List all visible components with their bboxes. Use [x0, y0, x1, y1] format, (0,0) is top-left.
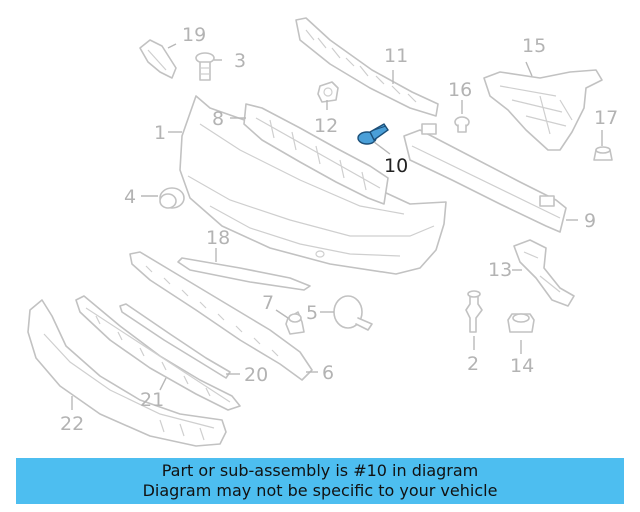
callout-21: 21: [140, 389, 164, 411]
callout-5: 5: [306, 302, 318, 324]
callout-1: 1: [154, 122, 166, 144]
callout-15: 15: [522, 35, 546, 57]
leader-lines: [71, 43, 603, 410]
part-21-lower-panel: [75, 295, 241, 411]
part-7-clip: [285, 311, 305, 335]
callout-14: 14: [510, 355, 534, 377]
info-banner: Part or sub-assembly is #10 in diagram D…: [16, 458, 624, 504]
part-19-bracket: [139, 39, 177, 79]
part-2-push-clip: [465, 290, 483, 333]
callout-3: 3: [234, 50, 246, 72]
part-8-absorber: [243, 103, 389, 205]
part-14-nut: [507, 313, 535, 333]
part-10-bolt-highlighted: [357, 123, 389, 145]
part-20-lower-trim: [119, 303, 231, 379]
callout-4: 4: [124, 186, 136, 208]
callout-7: 7: [262, 292, 274, 314]
part-18-trim: [177, 257, 311, 291]
part-5-cover: [333, 295, 373, 331]
callout-11: 11: [384, 45, 408, 67]
part-11-absorber: [295, 17, 439, 117]
callout-13: 13: [488, 259, 512, 281]
part-9-beam: [403, 123, 567, 233]
part-3-bolt: [195, 52, 215, 81]
part-22-skid-plate: [27, 299, 227, 447]
part-4-grommet: [159, 187, 185, 209]
callout-19: 19: [182, 24, 206, 46]
callout-22: 22: [60, 413, 84, 435]
callout-20: 20: [244, 364, 268, 386]
part-15-bracket: [483, 69, 603, 151]
callout-16: 16: [448, 79, 472, 101]
callout-17: 17: [594, 107, 618, 129]
callout-10-highlighted: 10: [384, 155, 408, 177]
part-17-clip: [593, 146, 613, 161]
part-12-nut: [317, 81, 339, 103]
part-13-bracket: [513, 239, 575, 307]
callout-9: 9: [584, 210, 596, 232]
callout-8: 8: [212, 108, 224, 130]
banner-line-part-number: Part or sub-assembly is #10 in diagram: [161, 461, 479, 480]
callout-2: 2: [467, 353, 479, 375]
callout-6: 6: [322, 362, 334, 384]
callout-12: 12: [314, 115, 338, 137]
callout-18: 18: [206, 227, 230, 249]
banner-line-disclaimer: Diagram may not be specific to your vehi…: [142, 481, 498, 500]
part-16-clip: [454, 116, 470, 133]
part-6-lower-grille: [129, 251, 313, 381]
